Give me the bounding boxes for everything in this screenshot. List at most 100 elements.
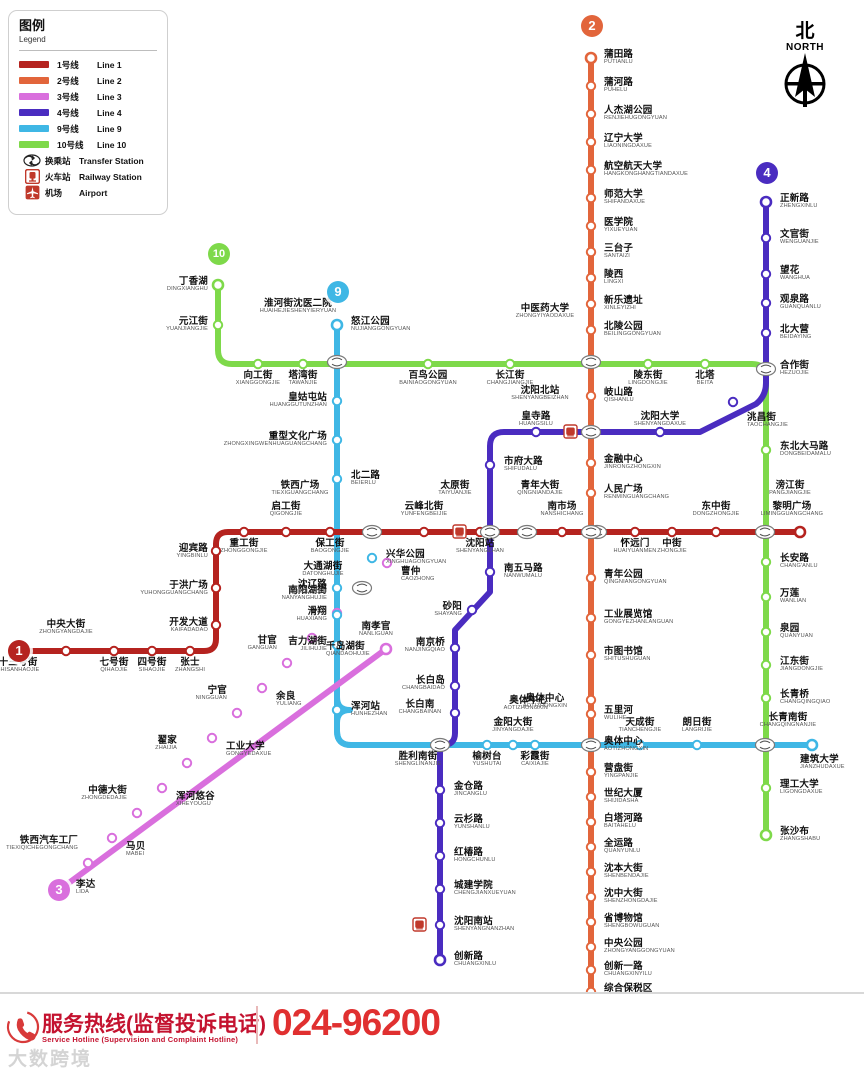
station-dot[interactable] — [585, 80, 597, 92]
station-dot[interactable] — [434, 784, 446, 796]
station-marker[interactable] — [331, 395, 343, 407]
station-marker[interactable] — [156, 782, 168, 794]
station-dot[interactable] — [585, 164, 597, 176]
station-dot[interactable] — [585, 694, 597, 706]
station-marker[interactable] — [108, 645, 120, 657]
station-marker[interactable] — [379, 642, 393, 656]
station-dot[interactable] — [210, 582, 222, 594]
station-marker[interactable] — [760, 327, 772, 339]
station-marker[interactable] — [434, 817, 446, 829]
station-marker[interactable] — [585, 866, 597, 878]
station-dot[interactable] — [418, 526, 430, 538]
station-marker[interactable] — [331, 582, 343, 594]
station-marker[interactable] — [760, 297, 772, 309]
station-dot[interactable] — [710, 526, 722, 538]
station-dot[interactable] — [556, 526, 568, 538]
station-marker[interactable] — [760, 591, 772, 603]
station-dot[interactable] — [585, 891, 597, 903]
station-dot[interactable] — [434, 883, 446, 895]
station-marker[interactable] — [449, 642, 461, 654]
station-dot[interactable] — [484, 459, 496, 471]
station-dot[interactable] — [434, 919, 446, 931]
station-marker[interactable] — [434, 919, 446, 931]
station-marker[interactable] — [206, 732, 218, 744]
station-marker[interactable] — [585, 272, 597, 284]
station-marker[interactable] — [585, 964, 597, 976]
station-dot[interactable] — [331, 639, 343, 651]
station-marker[interactable] — [131, 807, 143, 819]
station-marker[interactable] — [556, 526, 568, 538]
transfer-station-icon[interactable] — [580, 354, 602, 370]
station-marker[interactable] — [326, 354, 348, 370]
station-dot[interactable] — [629, 526, 641, 538]
station-marker[interactable] — [238, 526, 250, 538]
station-marker[interactable] — [760, 556, 772, 568]
station-marker[interactable] — [529, 739, 541, 751]
station-dot[interactable] — [691, 739, 703, 751]
station-marker[interactable] — [210, 545, 222, 557]
station-marker[interactable] — [449, 707, 461, 719]
station-dot[interactable] — [60, 645, 72, 657]
station-dot[interactable] — [666, 526, 678, 538]
transfer-station-icon[interactable] — [580, 424, 602, 440]
station-marker[interactable] — [585, 220, 597, 232]
station-marker[interactable] — [585, 487, 597, 499]
station-marker[interactable] — [585, 108, 597, 120]
station-marker[interactable] — [433, 953, 447, 967]
station-dot[interactable] — [422, 358, 434, 370]
station-marker[interactable] — [585, 612, 597, 624]
station-dot[interactable] — [331, 582, 343, 594]
station-marker[interactable] — [422, 358, 434, 370]
station-dot[interactable] — [760, 782, 772, 794]
station-marker[interactable] — [755, 361, 777, 377]
station-marker[interactable] — [331, 639, 343, 651]
station-marker[interactable] — [484, 566, 496, 578]
station-marker[interactable] — [580, 354, 602, 370]
line-badge-2[interactable]: 2 — [581, 15, 603, 37]
transfer-station-icon[interactable] — [754, 524, 776, 540]
station-marker[interactable] — [106, 832, 118, 844]
station-marker[interactable] — [759, 828, 773, 842]
station-marker[interactable] — [281, 657, 293, 669]
station-marker[interactable] — [331, 473, 343, 485]
station-dot[interactable] — [634, 739, 646, 751]
station-marker[interactable] — [331, 704, 343, 716]
station-dot[interactable] — [331, 473, 343, 485]
station-marker[interactable] — [429, 737, 451, 753]
station-dot[interactable] — [156, 782, 168, 794]
station-dot[interactable] — [449, 707, 461, 719]
station-dot[interactable] — [585, 649, 597, 661]
line-badge-4[interactable]: 4 — [756, 162, 778, 184]
station-marker[interactable] — [361, 524, 383, 540]
station-marker[interactable] — [585, 816, 597, 828]
station-marker[interactable] — [760, 232, 772, 244]
station-marker[interactable] — [754, 524, 776, 540]
station-marker[interactable] — [466, 604, 478, 616]
station-marker[interactable] — [507, 739, 519, 751]
station-dot[interactable] — [184, 645, 196, 657]
station-marker[interactable] — [634, 739, 646, 751]
station-dot[interactable] — [585, 941, 597, 953]
transfer-station-icon[interactable] — [429, 737, 451, 753]
station-marker[interactable] — [584, 51, 598, 65]
station-marker[interactable] — [210, 582, 222, 594]
station-marker[interactable] — [231, 707, 243, 719]
station-marker[interactable] — [484, 459, 496, 471]
station-marker[interactable] — [666, 526, 678, 538]
station-marker[interactable] — [504, 358, 516, 370]
station-dot[interactable] — [585, 192, 597, 204]
station-marker[interactable] — [212, 319, 224, 331]
station-dot[interactable] — [585, 964, 597, 976]
station-marker[interactable] — [760, 444, 772, 456]
station-marker[interactable] — [256, 682, 268, 694]
station-marker[interactable] — [727, 396, 739, 408]
station-marker[interactable] — [181, 757, 193, 769]
station-marker[interactable] — [585, 694, 597, 706]
station-dot[interactable] — [759, 828, 773, 842]
station-dot[interactable] — [252, 358, 264, 370]
station-marker[interactable] — [481, 739, 493, 751]
station-dot[interactable] — [379, 642, 393, 656]
station-dot[interactable] — [434, 817, 446, 829]
station-dot[interactable] — [181, 757, 193, 769]
station-dot[interactable] — [760, 692, 772, 704]
